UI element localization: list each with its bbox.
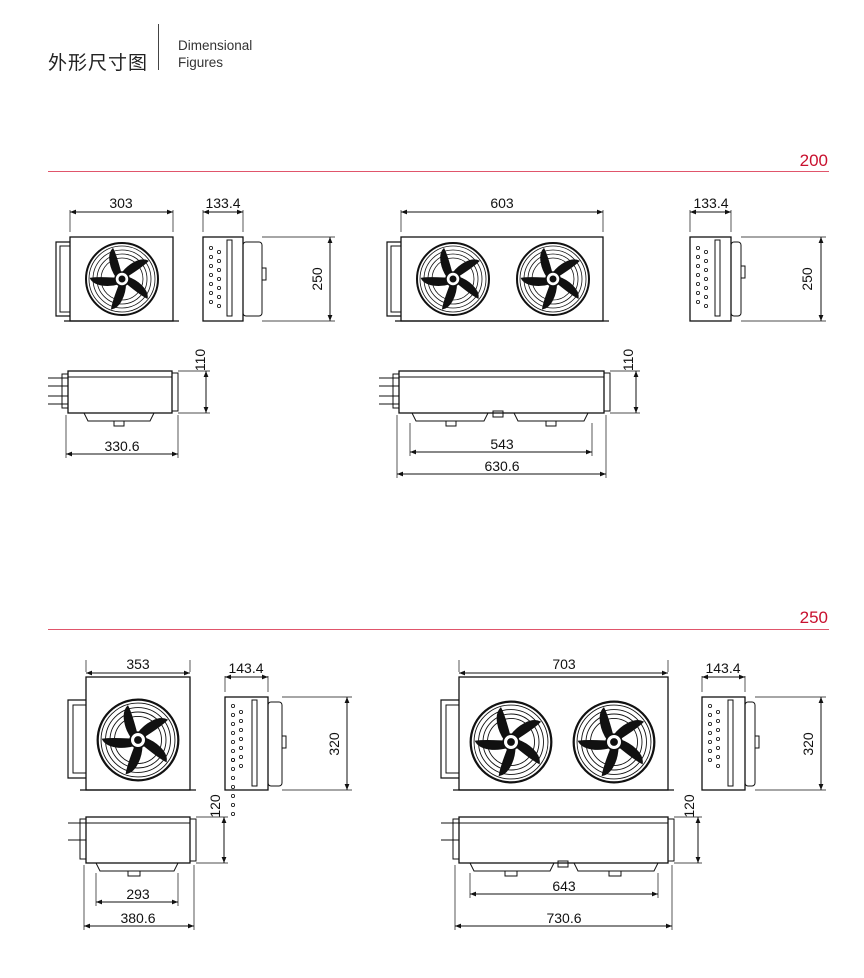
dim-top-height-double-250: 120 <box>681 794 697 818</box>
side-view-double-200 <box>689 209 826 322</box>
dim-top-height-single-250: 120 <box>207 794 223 818</box>
front-view-double-250 <box>440 660 674 791</box>
section-label-250: 250 <box>799 608 828 627</box>
dim-top-height-single-200: 110 <box>192 349 208 372</box>
dim-top-height-double-200: 110 <box>620 349 636 372</box>
top-view-single-250 <box>68 816 228 930</box>
dim-front-width-single-250: 353 <box>126 656 150 672</box>
dim-top-width-single-200: 330.6 <box>104 438 139 454</box>
page-title-en-line1: Dimensional <box>178 38 253 53</box>
section-rule-250 <box>48 629 829 630</box>
dim-front-width-double-200: 603 <box>490 195 514 211</box>
dim-top-width-double-250: 730.6 <box>546 910 581 926</box>
dim-side-depth-single-200: 133.4 <box>205 195 240 211</box>
side-view-single-200 <box>202 209 335 322</box>
dim-top-inner-double-200: 543 <box>490 436 514 452</box>
dim-height-single-200: 250 <box>309 267 325 291</box>
top-view-single-200 <box>48 370 210 458</box>
top-view-double-250 <box>441 816 702 930</box>
dim-front-width-double-250: 703 <box>552 656 576 672</box>
header-divider <box>158 24 159 70</box>
dim-top-inner-double-250: 643 <box>552 878 576 894</box>
section-label-200: 200 <box>799 151 828 170</box>
front-view-double-200 <box>386 209 609 322</box>
dim-top-inner-single-250: 293 <box>126 886 150 902</box>
front-view-single-250 <box>67 660 196 791</box>
dim-side-depth-single-250: 143.4 <box>228 660 263 676</box>
top-view-double-200 <box>379 370 640 478</box>
page-title-en-line2: Figures <box>178 55 224 70</box>
dim-height-double-250: 320 <box>800 732 816 756</box>
dim-top-width-single-250: 380.6 <box>120 910 155 926</box>
side-view-single-250 <box>224 674 352 817</box>
dim-height-single-250: 320 <box>326 732 342 756</box>
front-view-single-200 <box>55 209 179 322</box>
dim-side-depth-double-200: 133.4 <box>693 195 728 211</box>
dim-front-width-single-200: 303 <box>109 195 133 211</box>
dim-top-width-double-200: 630.6 <box>484 458 519 474</box>
side-view-double-250 <box>701 674 826 791</box>
section-rule-200 <box>48 171 829 172</box>
page-title-cn: 外形尺寸图 <box>48 52 149 74</box>
page-title-en: Dimensional Figures <box>178 37 252 71</box>
dim-height-double-200: 250 <box>799 267 815 291</box>
dim-side-depth-double-250: 143.4 <box>705 660 740 676</box>
